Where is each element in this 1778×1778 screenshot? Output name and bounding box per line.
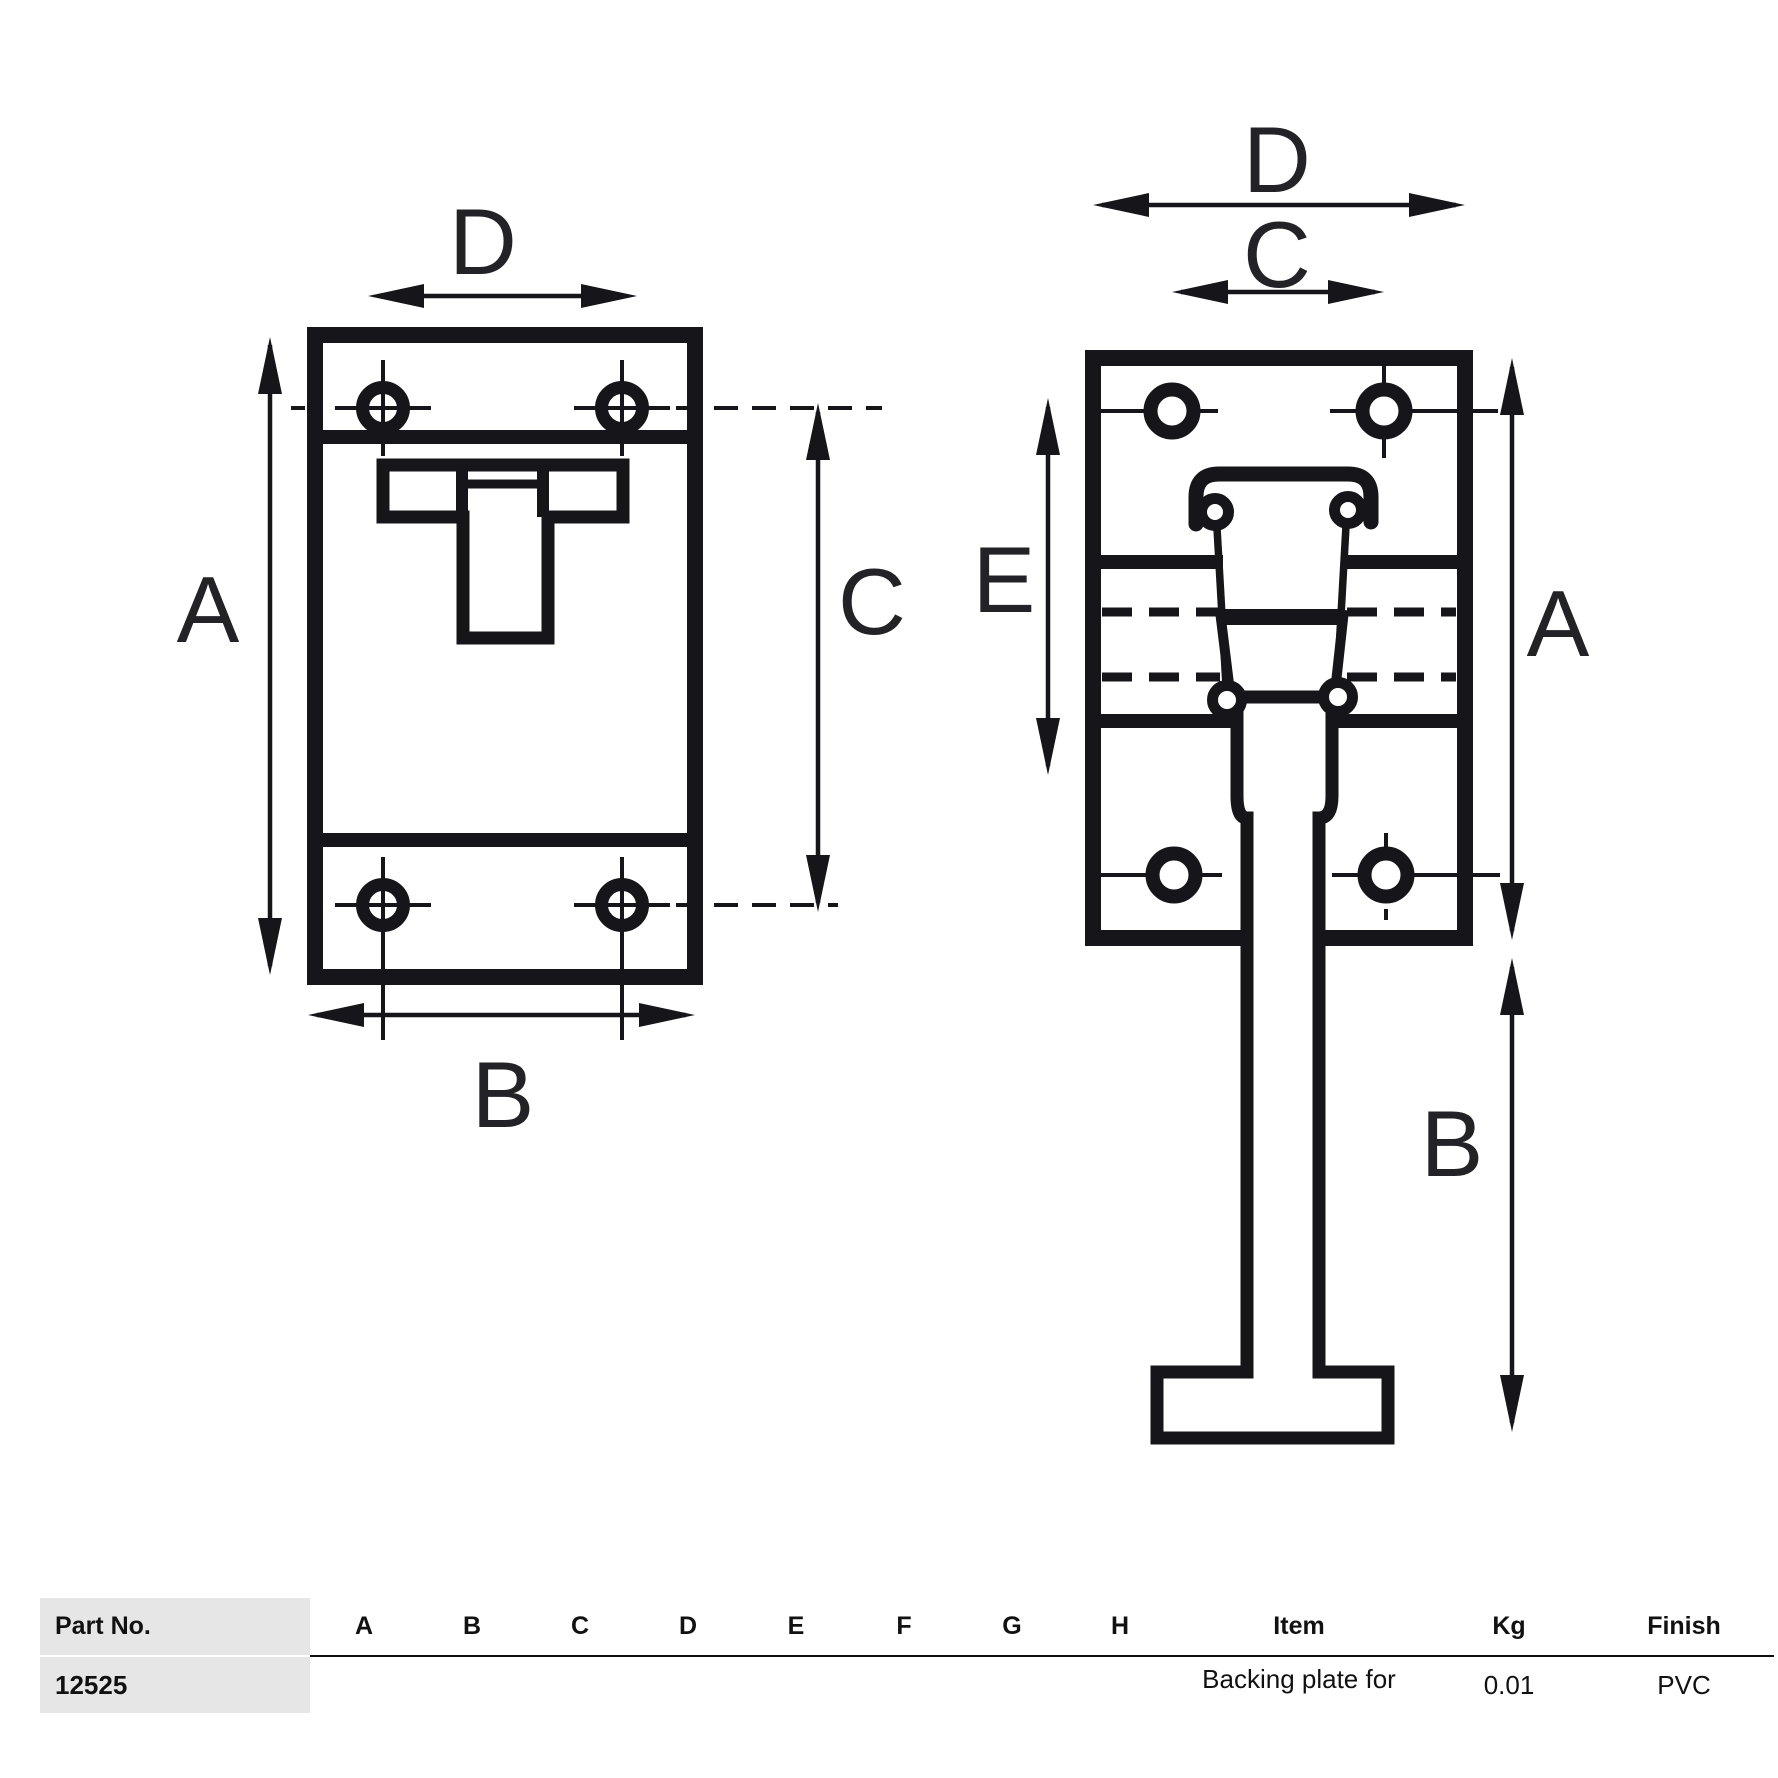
side-dim-c-label: C: [1243, 202, 1311, 307]
side-hole-bottom-left: [1145, 846, 1203, 904]
pivot-ring-bottom-right: [1318, 677, 1358, 717]
cell-item: Backing plate for: [1202, 1664, 1396, 1694]
cell-c: [526, 1657, 634, 1713]
side-view: D C E A B: [973, 107, 1590, 1445]
spec-table-data-row: 12525 Backing plate for 0.01 PVC: [40, 1657, 1774, 1720]
header-a: A: [354, 1612, 374, 1640]
side-dim-b: B: [1421, 958, 1524, 1432]
side-hole-top-left: [1143, 382, 1201, 440]
side-hidden-lines: [1102, 607, 1456, 682]
header-item: Item: [1273, 1612, 1325, 1640]
header-kg: Kg: [1492, 1612, 1526, 1640]
header-e: E: [787, 1612, 805, 1640]
pivot-ring-top-left: [1196, 493, 1234, 531]
header-finish: Finish: [1647, 1612, 1721, 1640]
side-dim-d: D: [1093, 107, 1465, 217]
header-h: H: [1110, 1612, 1130, 1640]
pivot-ring-top-right: [1329, 491, 1367, 529]
front-dim-a: A: [177, 337, 282, 975]
front-dim-b-label: B: [472, 1042, 535, 1147]
side-dim-a: A: [1500, 358, 1590, 940]
cell-kg: 0.01: [1483, 1669, 1535, 1700]
front-dim-d: D: [368, 189, 637, 308]
cell-e: [742, 1657, 850, 1713]
t-slot-outline: [376, 458, 630, 645]
cell-b: [418, 1657, 526, 1713]
front-dim-d-label: D: [449, 189, 517, 294]
spec-table-header-row: Part No. A B C D E F G H Item Kg Finish: [40, 1598, 1774, 1655]
header-d: D: [678, 1612, 698, 1640]
side-dim-c: C: [1172, 202, 1384, 307]
cell-d: [634, 1657, 742, 1713]
side-dim-d-label: D: [1243, 107, 1311, 212]
front-dim-b: B: [308, 1003, 695, 1147]
technical-drawing: D A C B: [177, 107, 1590, 1445]
front-hole-crosshairs: [291, 360, 670, 953]
spec-table: Part No. A B C D E F G H Item Kg Finish …: [40, 1598, 1774, 1720]
bolt-side-left: [1215, 610, 1235, 693]
front-dim-c-label: C: [838, 549, 906, 654]
side-dim-e: E: [973, 398, 1060, 775]
side-dim-a-label: A: [1527, 571, 1590, 676]
front-dim-c: C: [806, 403, 906, 912]
latch-spring-bracket: [1188, 466, 1379, 532]
front-centerline-dashes: [381, 406, 882, 984]
front-dim-a-label: A: [177, 557, 240, 662]
side-dim-e-label: E: [973, 527, 1036, 632]
bolt-stem-foot-outline: [1150, 690, 1395, 1445]
pivot-ring-bottom-left: [1207, 680, 1247, 720]
side-dim-b-label: B: [1421, 1091, 1484, 1196]
header-g: G: [1002, 1612, 1022, 1640]
side-hole-bottom-right: [1357, 846, 1415, 904]
cell-finish: PVC: [1657, 1669, 1711, 1700]
cell-f: [850, 1657, 958, 1713]
cell-a: [310, 1657, 418, 1713]
header-c: C: [570, 1612, 590, 1640]
header-part-no: Part No.: [40, 1598, 310, 1655]
cell-h: [1066, 1657, 1174, 1713]
header-b: B: [462, 1612, 482, 1640]
header-f: F: [896, 1612, 912, 1640]
front-view: D A C B: [177, 189, 906, 1147]
cell-g: [958, 1657, 1066, 1713]
cell-part-no: 12525: [40, 1657, 310, 1713]
side-hole-top-right: [1355, 382, 1413, 440]
header-rule: [310, 1655, 1774, 1657]
